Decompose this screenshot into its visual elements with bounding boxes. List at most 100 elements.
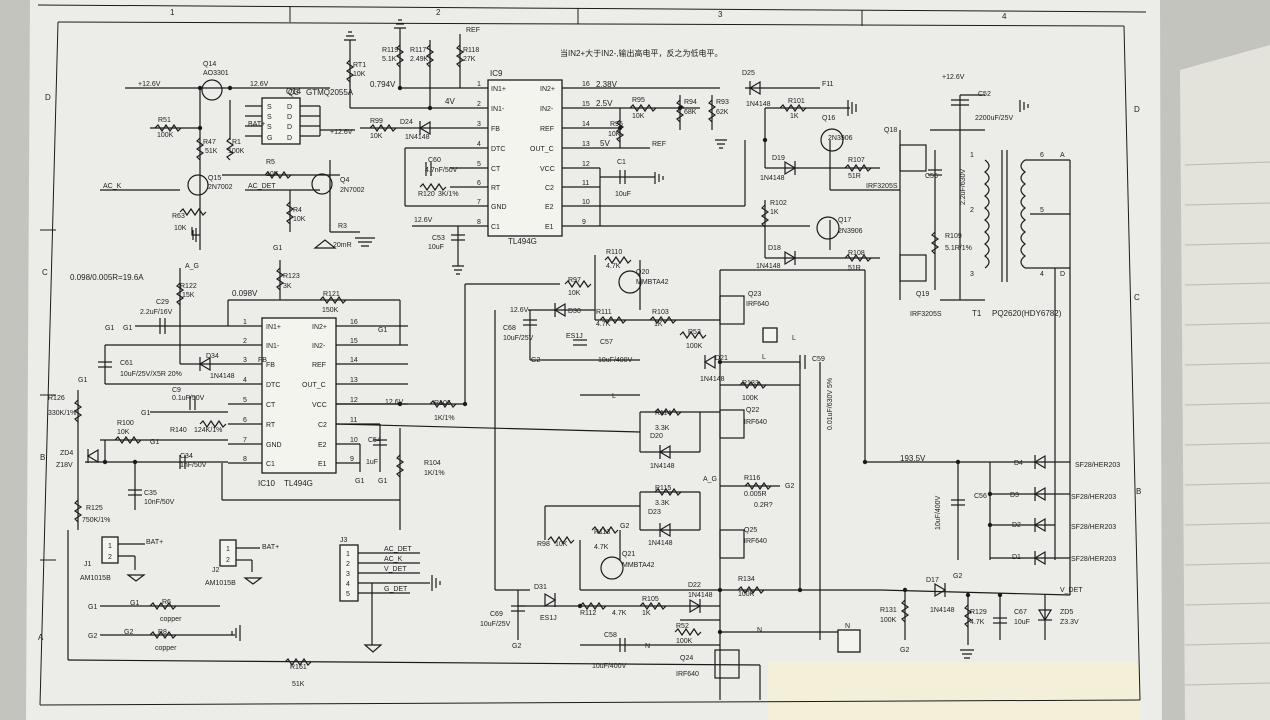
grid-col-3: 3 [718, 10, 723, 19]
svg-text:D24: D24 [400, 119, 413, 126]
svg-text:R118: R118 [463, 47, 479, 54]
svg-text:R63: R63 [172, 213, 185, 220]
connector-j3: 1 2 3 4 5 J3 AC_DET AC_K V_DET G_DET [339, 537, 430, 645]
svg-text:R102: R102 [770, 200, 787, 207]
svg-text:IN1+: IN1+ [266, 324, 281, 331]
svg-text:R112: R112 [580, 610, 596, 617]
svg-text:4.7K: 4.7K [596, 321, 611, 328]
connector-j1: 12 J1 AM1015B BAT+ [80, 536, 163, 582]
svg-text:G2: G2 [88, 633, 97, 640]
svg-text:OUT_C: OUT_C [302, 382, 326, 389]
svg-text:4.7K: 4.7K [606, 263, 621, 270]
svg-text:G1: G1 [88, 604, 97, 611]
svg-text:7: 7 [477, 199, 481, 206]
svg-text:L: L [762, 354, 766, 361]
svg-text:G2: G2 [785, 483, 794, 490]
capacitor-symbols [98, 99, 1007, 652]
svg-text:BAT+: BAT+ [146, 539, 163, 546]
svg-text:G2: G2 [124, 629, 133, 636]
svg-text:C34: C34 [180, 453, 193, 460]
svg-text:IN2+: IN2+ [540, 86, 555, 93]
svg-text:VCC: VCC [540, 166, 555, 173]
svg-text:4.7K: 4.7K [970, 619, 985, 626]
svg-text:IN2-: IN2- [540, 106, 554, 113]
svg-text:BAT+: BAT+ [248, 121, 265, 128]
svg-text:2.2uF/16V: 2.2uF/16V [140, 309, 173, 316]
svg-text:100K: 100K [880, 617, 897, 624]
svg-text:9: 9 [350, 456, 354, 463]
svg-text:C60: C60 [428, 157, 441, 164]
svg-text:R161: R161 [290, 664, 307, 671]
svg-text:D19: D19 [772, 155, 785, 162]
svg-text:5.1R/1%: 5.1R/1% [945, 245, 972, 252]
grid-row-d: D [45, 93, 51, 102]
svg-text:1K: 1K [770, 209, 779, 216]
grid-col-2: 2 [436, 8, 441, 17]
svg-text:10K: 10K [632, 113, 645, 120]
svg-text:0.2R?: 0.2R? [754, 502, 773, 509]
svg-text:0.1uF/50V: 0.1uF/50V [172, 395, 205, 402]
svg-text:SF28/HER203: SF28/HER203 [1071, 556, 1116, 563]
svg-text:copper: copper [155, 645, 177, 652]
svg-text:10K: 10K [293, 216, 306, 223]
svg-text:D2: D2 [1012, 522, 1021, 529]
svg-text:A_G: A_G [185, 263, 199, 270]
svg-text:R107: R107 [848, 157, 865, 164]
svg-text:R114: R114 [655, 410, 671, 417]
svg-text:N: N [645, 643, 650, 650]
svg-text:ZD4: ZD4 [60, 450, 73, 457]
svg-text:1: 1 [970, 152, 974, 159]
svg-text:10K: 10K [568, 290, 581, 297]
svg-text:V_DET: V_DET [384, 566, 407, 573]
svg-text:1: 1 [477, 81, 481, 88]
note-comparator: 当IN2+大于IN2-,输出高电平，反之为低电平。 [560, 48, 722, 58]
svg-text:13: 13 [350, 377, 358, 384]
svg-text:R105: R105 [642, 596, 659, 603]
svg-text:CT: CT [266, 402, 276, 409]
svg-text:D: D [287, 124, 292, 131]
svg-text:IN2-: IN2- [312, 343, 326, 350]
svg-text:C29: C29 [156, 299, 169, 306]
svg-text:R3: R3 [338, 223, 347, 230]
svg-text:2N7002: 2N7002 [340, 187, 365, 194]
svg-text:G2: G2 [531, 357, 540, 364]
svg-text:REF: REF [466, 27, 480, 34]
svg-text:10nF/50V: 10nF/50V [144, 499, 175, 506]
svg-text:G2: G2 [953, 573, 962, 580]
svg-text:R100: R100 [117, 420, 134, 427]
svg-text:Q20: Q20 [636, 269, 649, 276]
svg-text:2: 2 [243, 338, 247, 345]
svg-text:10K: 10K [555, 541, 568, 548]
note-vref: 0.098V [232, 289, 258, 298]
svg-text:AC_K: AC_K [103, 183, 122, 190]
svg-text:10K: 10K [117, 429, 130, 436]
svg-text:R98: R98 [537, 541, 550, 548]
svg-text:51R: 51R [848, 265, 861, 272]
svg-text:Q19: Q19 [916, 291, 929, 298]
svg-text:1: 1 [243, 319, 247, 326]
svg-text:TL494G: TL494G [508, 237, 537, 246]
svg-text:5.1K: 5.1K [382, 56, 397, 63]
svg-text:Q25: Q25 [744, 527, 757, 534]
svg-text:N: N [757, 627, 762, 634]
svg-text:4: 4 [243, 377, 247, 384]
svg-text:GND: GND [266, 442, 282, 449]
svg-text:4.7nF/50V: 4.7nF/50V [425, 167, 458, 174]
svg-text:C9: C9 [172, 387, 181, 394]
svg-text:AM1015B: AM1015B [80, 575, 111, 582]
grid-row-c-right: C [1134, 293, 1140, 302]
svg-text:R126: R126 [48, 395, 65, 402]
svg-text:10K: 10K [370, 133, 383, 140]
note-25v: 2.5V [596, 99, 613, 108]
svg-text:ZD5: ZD5 [1060, 609, 1073, 616]
svg-text:G1: G1 [355, 478, 364, 485]
svg-text:1K/1%: 1K/1% [424, 470, 445, 477]
svg-text:1: 1 [226, 546, 230, 553]
svg-text:Q3: Q3 [288, 88, 299, 97]
svg-text:IRF640: IRF640 [744, 419, 767, 426]
svg-text:V_DET: V_DET [1060, 587, 1083, 594]
svg-text:F11: F11 [822, 81, 834, 88]
svg-text:R117: R117 [410, 47, 426, 54]
